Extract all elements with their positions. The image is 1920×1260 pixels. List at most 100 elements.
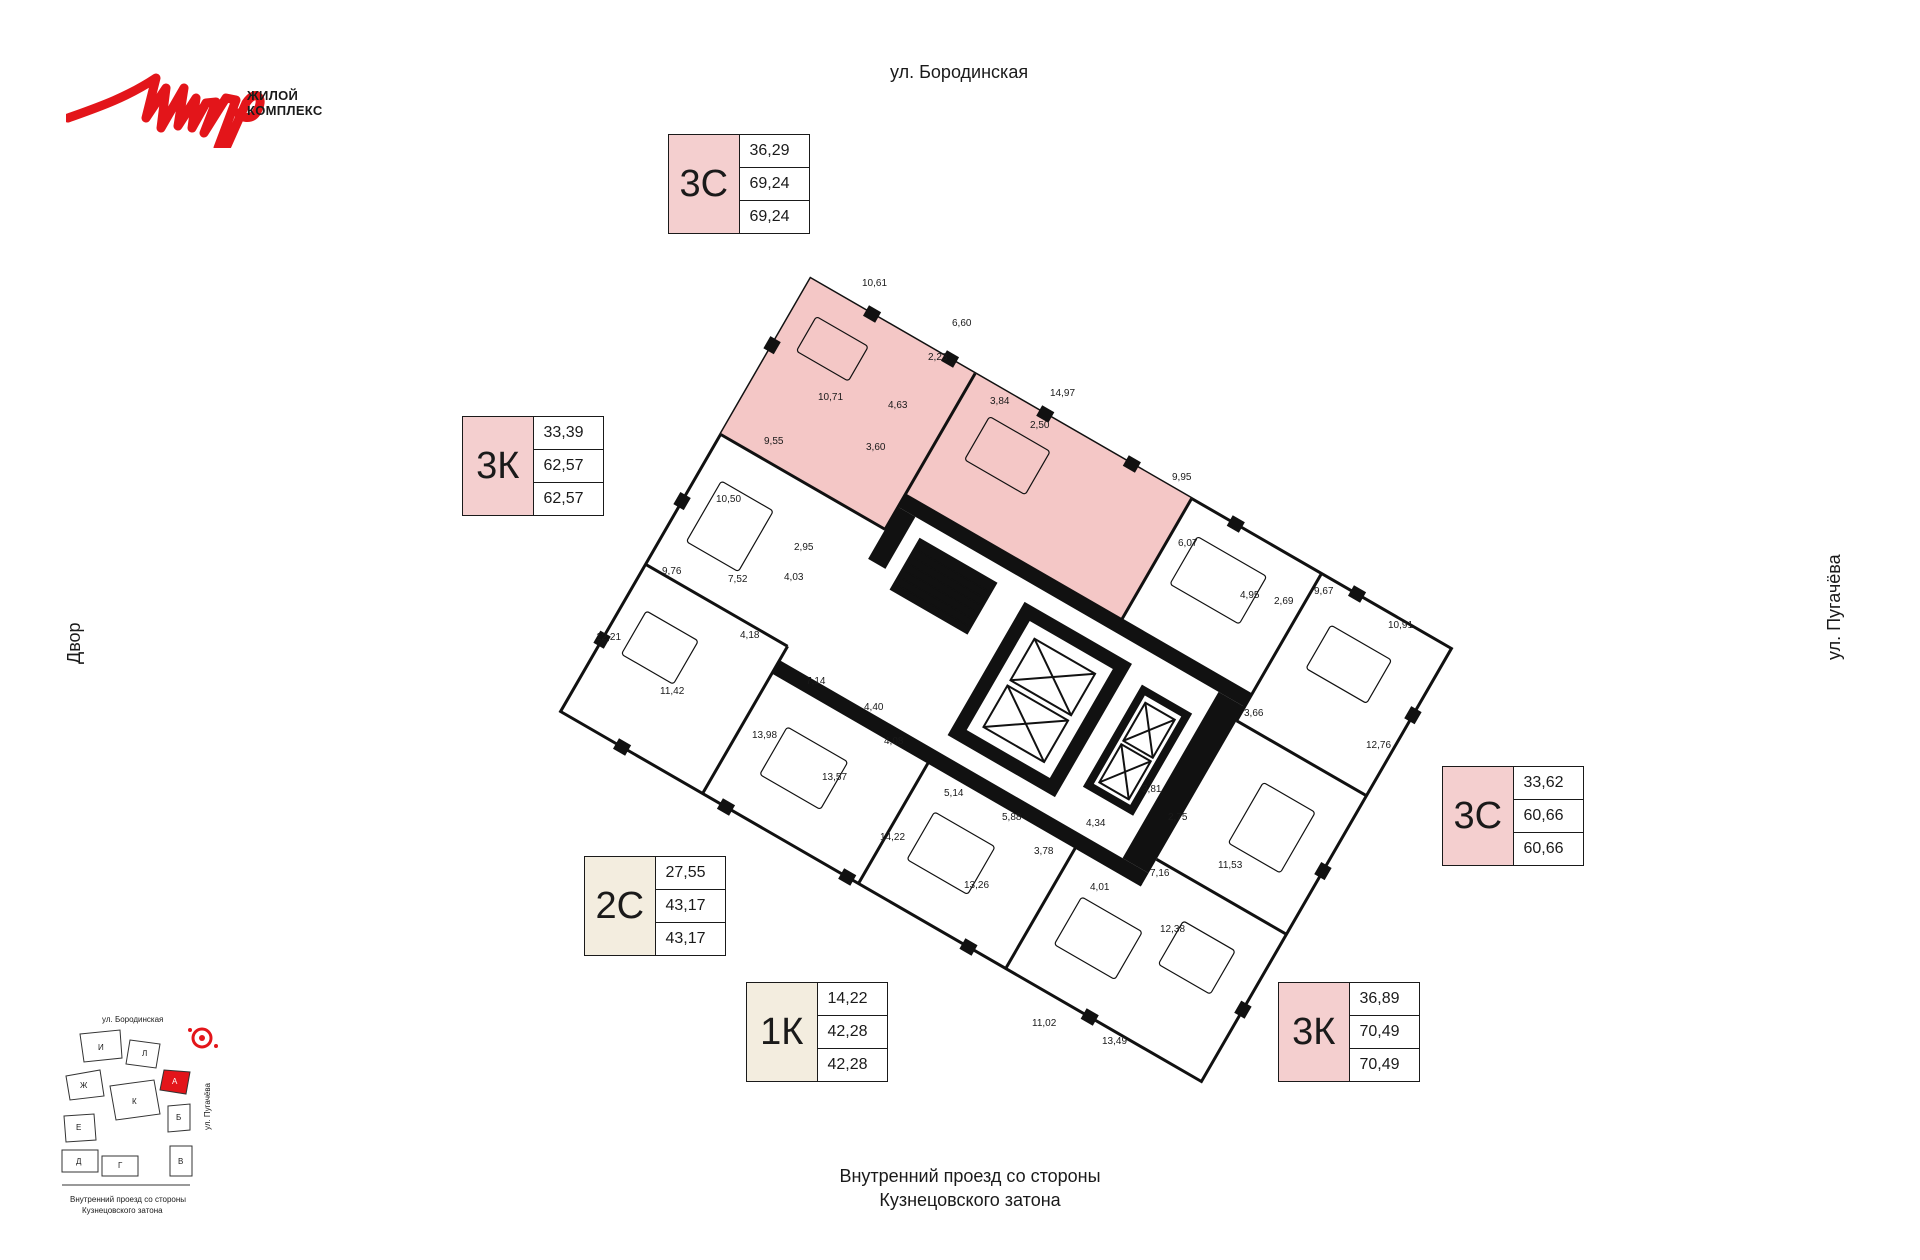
room-area: 3,60 [866, 442, 886, 453]
apartment-badge-1k[interactable]: 1К 14,22 42,28 42,28 [746, 982, 888, 1082]
room-area: 7,52 [728, 574, 748, 585]
street-bottom-line2: Кузнецовского затона [879, 1190, 1061, 1210]
room-area: 9,55 [764, 436, 784, 447]
apartment-living-area: 36,29 [739, 135, 809, 168]
room-area: 10,61 [862, 278, 887, 289]
room-area: 14,97 [1050, 388, 1075, 399]
minimap-caption-line1: Внутренний проезд со стороны [70, 1195, 186, 1204]
apartment-type: 3С [1443, 767, 1514, 865]
apartment-type: 3К [463, 417, 534, 515]
room-area: 10,91 [1388, 620, 1413, 631]
apartment-total-area: 42,28 [817, 1016, 887, 1049]
brand-sub-line1: ЖИЛОЙ [247, 88, 299, 103]
room-area: 5,14 [944, 788, 964, 799]
room-area: 2,75 [1168, 812, 1188, 823]
room-area: 3,66 [1244, 708, 1264, 719]
minimap-section-label: Л [142, 1049, 147, 1058]
room-area: 13,57 [822, 772, 847, 783]
elevators [982, 637, 1177, 801]
apartment-living-area: 27,55 [655, 857, 725, 890]
apartment-price-area: 60,66 [1523, 840, 1564, 857]
site-minimap[interactable]: ул. Бородинская ул. Пугачёва И Л А Ж К Б… [60, 1010, 240, 1220]
apartment-living-area: 14,22 [817, 983, 887, 1016]
room-area: 7,14 [806, 676, 826, 687]
room-area: 4,08 [884, 736, 904, 747]
room-area: 10,71 [818, 392, 843, 403]
apartment-type: 3К [1279, 983, 1350, 1081]
stairs [898, 550, 989, 627]
apartment-living-area: 33,62 [1513, 767, 1583, 800]
room-area: 7,16 [1150, 868, 1170, 879]
apartment-living-area: 33,39 [533, 417, 603, 450]
minimap-section-label: Б [176, 1113, 181, 1122]
apartment-price-area: 42,28 [827, 1056, 868, 1073]
street-top: ул. Бородинская [890, 62, 1029, 82]
room-area: 13,26 [964, 880, 989, 891]
apartment-price-area: 70,49 [1359, 1056, 1400, 1073]
apartment-price-area: 69,24 [749, 208, 790, 225]
room-area: 11,42 [660, 686, 685, 697]
apartment-total-area: 43,17 [655, 890, 725, 923]
room-area: 14,22 [880, 832, 905, 843]
minimap-section-label: Д [76, 1157, 82, 1166]
room-area: 11,02 [1032, 1018, 1057, 1029]
apartment-price-area: 62,57 [543, 490, 584, 507]
room-area-labels: 10,61 6,60 2,23 10,71 4,63 3,84 14,97 2,… [596, 278, 1413, 1047]
room-area: 2,69 [1274, 596, 1294, 607]
apartment-total-area: 70,49 [1349, 1016, 1419, 1049]
room-area: 3,78 [1034, 846, 1054, 857]
apartment-badge-3k-left[interactable]: 3К 33,39 62,57 62,57 [462, 416, 604, 516]
minimap-street-right: ул. Пугачёва [203, 1083, 212, 1130]
brand-logo [66, 73, 265, 148]
room-area: 4,95 [1240, 590, 1260, 601]
room-area: 9,67 [1314, 586, 1334, 597]
room-area: 6,07 [1178, 538, 1198, 549]
room-area: 9,76 [662, 566, 682, 577]
compass-icon [188, 1027, 218, 1049]
room-area: 2,95 [794, 542, 814, 553]
apartment-price-area: 43,17 [665, 930, 706, 947]
room-area: 10,50 [716, 494, 741, 505]
minimap-section-label-active: А [172, 1077, 178, 1086]
room-area: 12,76 [1366, 740, 1391, 751]
wall-pillars [593, 305, 1422, 1026]
furniture [621, 316, 1392, 994]
apartment-type: 1К [747, 983, 818, 1081]
minimap-section-label: Ж [80, 1081, 88, 1090]
minimap-street-top: ул. Бородинская [102, 1015, 163, 1024]
room-area: 12,38 [1160, 924, 1185, 935]
highlight-apartment-3k[interactable] [720, 278, 976, 530]
street-bottom-line1: Внутренний проезд со стороны [839, 1166, 1101, 1186]
highlight-apartment-3c[interactable] [905, 373, 1192, 620]
brand-subtitle: ЖИЛОЙ КОМПЛЕКС [247, 88, 323, 118]
apartment-total-area: 62,57 [533, 450, 603, 483]
room-area: 4,18 [740, 630, 760, 641]
apartment-badge-3k-bottom[interactable]: 3К 36,89 70,49 70,49 [1278, 982, 1420, 1082]
apartment-type: 3С [669, 135, 740, 233]
room-area: 4,63 [888, 400, 908, 411]
room-area: 5,88 [1002, 812, 1022, 823]
apartment-badge-3c-top[interactable]: 3С 36,29 69,24 69,24 [668, 134, 810, 234]
apartment-total-area: 60,66 [1513, 800, 1583, 833]
room-area: 9,95 [1172, 472, 1192, 483]
apartment-badge-2c[interactable]: 2С 27,55 43,17 43,17 [584, 856, 726, 956]
room-area: 4,34 [1086, 818, 1106, 829]
minimap-section-label: В [178, 1157, 183, 1166]
brand-sub-line2: КОМПЛЕКС [247, 103, 323, 118]
room-area: 3,81 [1142, 784, 1162, 795]
minimap-section-label: Е [76, 1123, 81, 1132]
walls [772, 494, 1252, 886]
room-area: 11,53 [1218, 860, 1243, 871]
minimap-section [79, 1029, 123, 1063]
room-area: 2,50 [1030, 420, 1050, 431]
apartment-total-area: 69,24 [739, 168, 809, 201]
minimap-section-label: Г [118, 1161, 123, 1170]
room-area: 3,84 [990, 396, 1010, 407]
room-area: 2,23 [928, 352, 948, 363]
street-bottom: Внутренний проезд со стороны Кузнецовско… [700, 1164, 1240, 1212]
apartment-type: 2С [585, 857, 656, 955]
room-area: 4,03 [784, 572, 804, 583]
room-area: 12,21 [596, 632, 621, 643]
apartment-badge-3c-right[interactable]: 3С 33,62 60,66 60,66 [1442, 766, 1584, 866]
